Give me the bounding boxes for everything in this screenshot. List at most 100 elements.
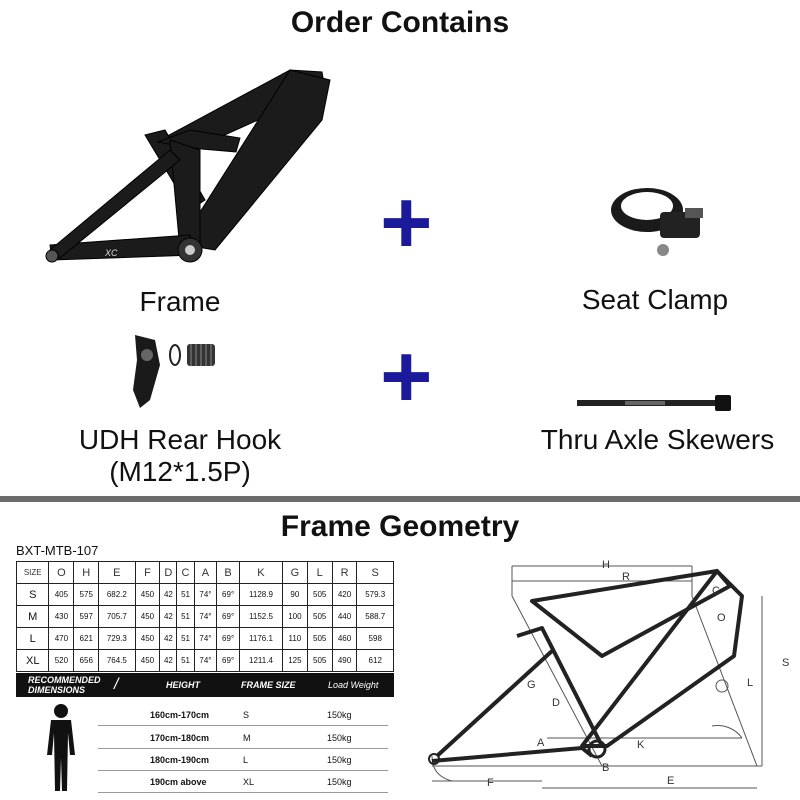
col-frame-size: FRAME SIZE [241,680,296,690]
recommended-label: RECOMMENDED DIMENSIONS [28,675,101,695]
row-divider [98,770,388,771]
geometry-cell: 1176.1 [238,627,283,650]
thru-axle-image [577,395,731,411]
geometry-cell: 450 [134,583,161,606]
geometry-cell: L [15,627,50,650]
geometry-header-cell: A [193,561,218,584]
geometry-cell: 125 [281,649,308,672]
geometry-cell: M [15,605,50,628]
geometry-cell: 460 [331,627,358,650]
geometry-cell: 90 [281,583,308,606]
row-divider [98,792,388,793]
geometry-cell: 588.7 [356,605,394,628]
geometry-cell: 729.3 [98,627,136,650]
geometry-header-cell: D [159,561,178,584]
recommended-height: 170cm-180cm [150,733,210,743]
geometry-cell: XL [15,649,50,672]
person-silhouette-icon [47,704,75,791]
recommended-load: 150kg [327,710,352,720]
col-load-weight: Load Weight [328,680,379,690]
recommended-height: 190cm above [150,777,207,787]
geometry-header-cell: K [238,561,283,584]
geometry-cell: 490 [331,649,358,672]
recommended-height: 180cm-190cm [150,755,210,765]
geometry-cell: 69° [216,627,240,650]
geometry-cell: 51 [176,627,195,650]
geometry-header-cell: C [176,561,195,584]
diagram-label: F [487,777,494,789]
geometry-cell: 74° [193,649,218,672]
geometry-cell: 42 [159,649,178,672]
diagram-label: L [747,677,753,689]
recommended-label-line2: DIMENSIONS [28,685,86,695]
geometry-cell: 405 [48,583,75,606]
geometry-cell: 505 [306,605,333,628]
geometry-cell: 450 [134,649,161,672]
geometry-cell: 100 [281,605,308,628]
geometry-cell: 1211.4 [238,649,283,672]
udh-hook-label-line1: UDH Rear Hook [78,424,282,455]
geometry-cell: 110 [281,627,308,650]
diagram-label: O [717,612,726,624]
geometry-cell: 42 [159,627,178,650]
geometry-header-cell: G [281,561,308,584]
recommended-size: XL [243,777,255,787]
geometry-header-cell: O [48,561,75,584]
geometry-cell: 505 [306,583,333,606]
geometry-cell: 579.3 [356,583,394,606]
geometry-cell: 450 [134,627,161,650]
slash-divider: / [114,676,119,693]
seat-clamp-label: Seat Clamp [581,284,729,315]
frame-label: Frame [139,286,221,317]
geometry-cell: 450 [134,605,161,628]
geometry-cell: 69° [216,649,240,672]
geometry-cell: 612 [356,649,394,672]
diagram-label: K [637,739,645,751]
col-height: HEIGHT [166,680,201,690]
diagram-label: E [667,775,674,787]
geometry-cell: 430 [48,605,75,628]
thru-axle-label: Thru Axle Skewers [540,424,775,455]
recommended-load: 150kg [327,733,352,743]
diagram-label: G [527,679,536,691]
geometry-cell: 51 [176,649,195,672]
geometry-cell: 51 [176,605,195,628]
geometry-cell: 656 [73,649,100,672]
geometry-cell: 440 [331,605,358,628]
geometry-header-cell: F [134,561,161,584]
geometry-cell: 69° [216,583,240,606]
geometry-cell: 597 [73,605,100,628]
plus-icon: + [380,327,433,427]
row-divider [98,725,388,726]
geometry-cell: 682.2 [98,583,136,606]
diagram-label: B [602,762,609,774]
order-title: Order Contains [290,6,510,39]
geometry-cell: 42 [159,583,178,606]
geometry-cell: 420 [331,583,358,606]
recommended-header: RECOMMENDED DIMENSIONS / HEIGHT FRAME SI… [16,673,394,697]
geometry-cell: 621 [73,627,100,650]
geometry-cell: 1128.9 [238,583,283,606]
udh-hook-image [133,335,215,408]
frame-decal: XC [104,248,118,258]
diagram-label: H [602,559,610,571]
geometry-cell: 51 [176,583,195,606]
recommended-label-line1: RECOMMENDED [28,675,101,685]
geometry-header-cell: S [356,561,394,584]
seat-clamp-image [611,188,703,256]
frame-image: XC [45,69,331,263]
geometry-cell: 42 [159,605,178,628]
udh-hook-label-line2: (M12*1.5P) [109,456,251,487]
model-number: BXT-MTB-107 [16,543,99,558]
plus-icon: + [380,173,433,273]
geometry-header-cell: E [98,561,136,584]
recommended-size: S [243,710,250,720]
geometry-cell: 74° [193,605,218,628]
geometry-cell: 470 [48,627,75,650]
geometry-header-cell: R [331,561,358,584]
